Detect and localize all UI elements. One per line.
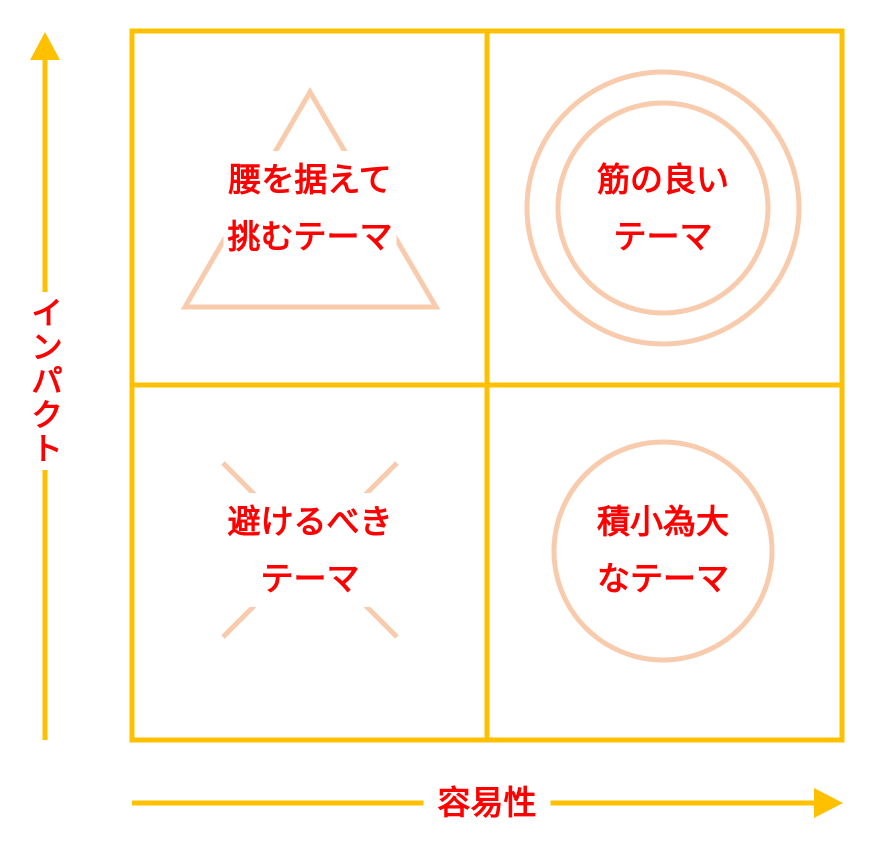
quadrant-label-top-left: 腰を据えて 挑むテーマ <box>223 151 397 265</box>
double-circle-outer-icon <box>524 69 802 347</box>
label-line: 挑むテーマ <box>223 208 397 265</box>
quadrant-label-bottom-right: 積小為大 なテーマ <box>593 493 733 607</box>
double-circle-inner-icon <box>555 100 771 316</box>
label-line: 積小為大 <box>593 493 733 550</box>
label-line: なテーマ <box>593 550 733 607</box>
y-axis-label: インパクト <box>22 292 68 470</box>
x-axis-arrowhead-icon <box>814 788 843 818</box>
label-line: 腰を据えて <box>223 151 397 208</box>
label-line: テーマ <box>223 550 397 607</box>
label-line: 筋の良い <box>593 151 733 208</box>
x-axis-label: 容易性 <box>423 782 551 824</box>
quadrant-label-top-right: 筋の良い テーマ <box>593 151 733 265</box>
quadrant-label-bottom-left: 避けるべき テーマ <box>223 493 397 607</box>
label-line: 避けるべき <box>223 493 397 550</box>
circle-icon <box>551 439 775 663</box>
y-axis-arrowhead-icon <box>30 32 60 60</box>
label-line: テーマ <box>593 208 733 265</box>
